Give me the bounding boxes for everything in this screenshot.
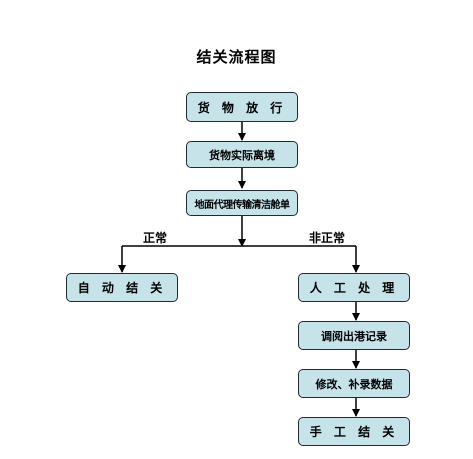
node-retrieve-records: 调阅出港记录: [298, 321, 410, 350]
node-manual-clearance: 手 工 结 关: [298, 417, 410, 446]
diagram-title: 结关流程图: [196, 48, 277, 66]
node-auto-clearance: 自 动 结 关: [66, 273, 178, 302]
node-goods-departure: 货物实际离境: [186, 141, 298, 168]
node-clean-manifest: 地面代理传输清洁舱单: [186, 190, 298, 216]
node-goods-release: 货 物 放 行: [186, 92, 298, 122]
node-amend-data: 修改、补录数据: [298, 369, 410, 398]
node-manual-processing: 人 工 处 理: [298, 273, 410, 302]
branch-label-abnormal: 非正常: [309, 231, 346, 245]
branch-label-normal: 正常: [143, 231, 168, 245]
